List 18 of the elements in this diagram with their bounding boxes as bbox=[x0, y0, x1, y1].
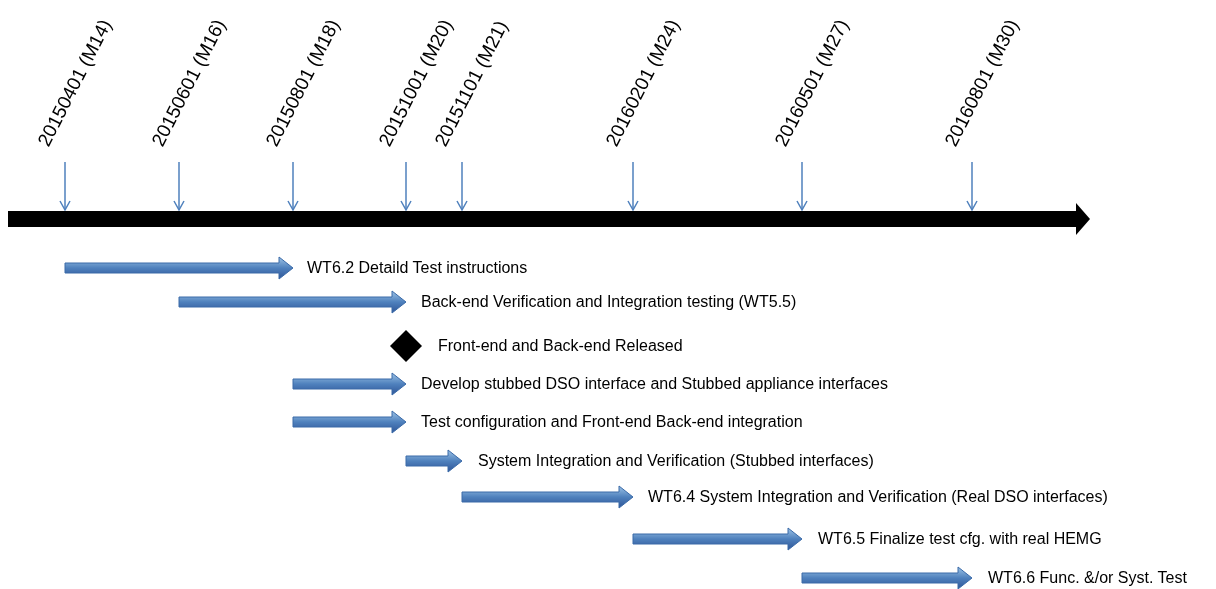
task-label: WT6.4 System Integration and Verification (Real DSO interfaces) bbox=[648, 487, 1108, 507]
task-label: Front-end and Back-end Released bbox=[438, 336, 683, 356]
arrow bbox=[59, 161, 71, 211]
task-label: WT6.6 Func. &/or Syst. Test bbox=[988, 568, 1187, 588]
arrow bbox=[966, 161, 978, 211]
task-label: Test configuration and Front-end Back-end integration bbox=[421, 412, 803, 432]
arrow bbox=[173, 161, 185, 211]
task-label: System Integration and Verification (Stubbed interfaces) bbox=[478, 451, 874, 471]
task-label: Back-end Verification and Integration testing (WT5.5) bbox=[421, 292, 797, 312]
arrow bbox=[400, 161, 412, 211]
arrow bbox=[287, 161, 299, 211]
task-label: Develop stubbed DSO interface and Stubbed appliance interfaces bbox=[421, 374, 888, 394]
timeline-arrow bbox=[6, 202, 1092, 236]
arrow bbox=[456, 161, 468, 211]
arrow bbox=[796, 161, 808, 211]
arrow bbox=[627, 161, 639, 211]
task-label: WT6.2 Detaild Test instructions bbox=[307, 258, 528, 278]
task-label: WT6.5 Finalize test cfg. with real HEMG bbox=[818, 529, 1102, 549]
